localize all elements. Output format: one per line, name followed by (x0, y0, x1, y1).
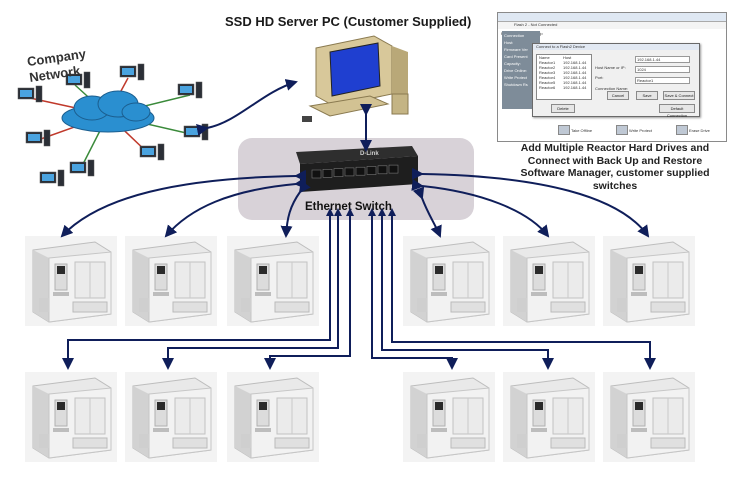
switch-machine-9-link (264, 212, 351, 370)
take-offline-icon[interactable] (558, 125, 570, 135)
reactor-machine-2 (125, 236, 217, 326)
port-label: Port: (595, 75, 604, 80)
reactor-machine-1 (25, 236, 117, 326)
caption-line-2: Connect with Back Up and Restore (527, 154, 703, 167)
reactor-machine-5 (503, 236, 595, 326)
sidebar-shutdown: Shutdown Rs (504, 82, 528, 87)
sidebar-card: Card Present (504, 54, 528, 59)
reactor-machine-8 (125, 372, 217, 462)
software-window: Flash 2 - Not Connected File Show Help C… (497, 12, 727, 142)
col-name: Name (539, 55, 550, 60)
connect-dialog: Connect to a Flash2 Device Name Host Rea… (532, 43, 700, 118)
dialog-title: Connect to a Flash2 Device (533, 44, 699, 50)
write-protect-label[interactable]: Write Protect (629, 128, 653, 133)
reactor-machine-12 (603, 372, 695, 462)
connection-name-input[interactable]: Reactor1 (635, 77, 690, 84)
reactor-machine-4 (403, 236, 495, 326)
network-server-link (196, 79, 298, 136)
server-title: SSD HD Server PC (Customer Supplied) (225, 14, 472, 29)
take-offline-label[interactable]: Take Offline (571, 128, 593, 133)
cancel-button[interactable]: Cancel (607, 91, 629, 100)
save-connect-button[interactable]: Save & Connect (663, 91, 695, 100)
connection-name-label: Connection Name: (595, 86, 629, 91)
host-input[interactable]: 192.168.1.44 (635, 56, 690, 63)
default-connection-button[interactable]: Default Connection (659, 104, 695, 118)
server-pc-icon (302, 35, 409, 122)
switch-machine-1-link (60, 169, 307, 238)
caption-line-1: Add Multiple Reactor Hard Drives and (520, 142, 710, 154)
save-button[interactable]: Save (636, 91, 658, 100)
delete-button[interactable]: Delete (551, 104, 575, 113)
ethernet-switch-icon: D-Link (296, 146, 418, 192)
switch-brand: D-Link (360, 151, 379, 157)
company-network-diagram (17, 63, 209, 187)
switch-machine-6-link (411, 167, 650, 238)
write-protect-icon[interactable] (616, 125, 628, 135)
cloud-icon (61, 90, 155, 133)
host-label: Host Name or IP: (595, 65, 626, 70)
switch-machine-8-link (162, 212, 339, 370)
sidebar-connection: Connection (504, 33, 525, 38)
ethernet-switch-label: Ethernet Switch (305, 201, 392, 213)
switch-machine-4-link (412, 186, 442, 238)
sidebar-capacity: Capacity: (504, 61, 521, 66)
switch-machine-7-link (62, 212, 331, 370)
col-host: Host (563, 55, 572, 60)
reactor-machine-7 (25, 372, 117, 462)
switch-machine-11-link (381, 212, 554, 370)
switch-machine-5-link (411, 179, 550, 238)
erase-drive-label[interactable]: Erase Drive (689, 128, 710, 133)
switch-machine-2-link (164, 177, 307, 238)
window-toolbar: Take Offline Write Protect Erase Drive (498, 121, 726, 139)
sidebar-host: Host: (504, 40, 514, 45)
sidebar-write-protect: Write Protect (504, 75, 528, 80)
reactor-machine-10 (403, 372, 495, 462)
reactor-machine-11 (503, 372, 595, 462)
reactor-machine-3 (227, 236, 319, 326)
switch-machine-12-link (391, 212, 656, 370)
reactor-machine-6 (603, 236, 695, 326)
port-input[interactable]: 1024 (635, 66, 690, 73)
switch-machine-10-link (371, 212, 458, 370)
switch-machine-3-link (280, 180, 311, 238)
reactor-machine-9 (227, 372, 319, 462)
erase-drive-icon[interactable] (676, 125, 688, 135)
sidebar-firmware: Firmware Ver (504, 47, 528, 52)
sidebar-drive-online: Drive Online: (504, 68, 528, 73)
